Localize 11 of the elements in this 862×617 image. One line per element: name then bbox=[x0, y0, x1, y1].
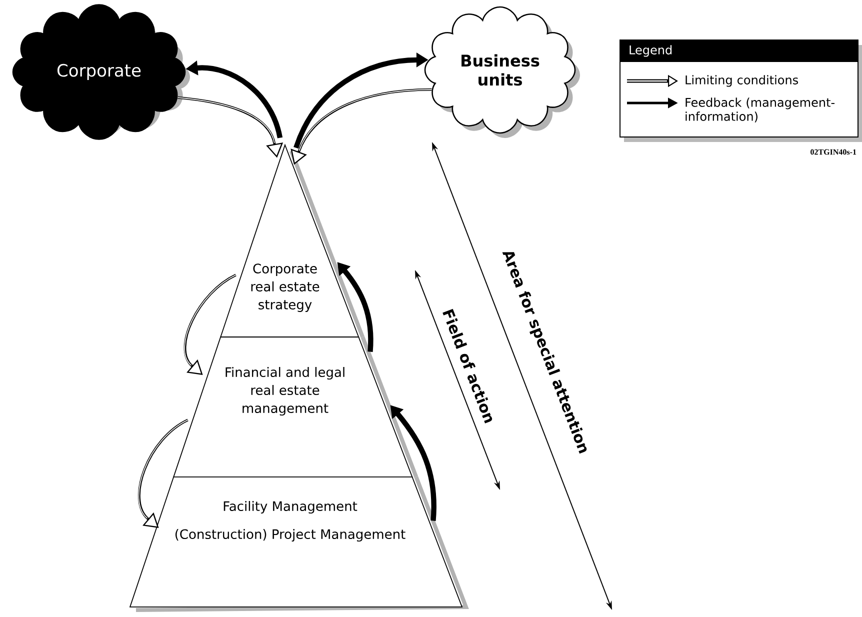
cloud: Business units bbox=[424, 6, 580, 138]
dimension-label: Field of action bbox=[442, 308, 492, 424]
limiting-arrow bbox=[138, 418, 188, 528]
legend-text: Feedback (management-information) bbox=[686, 98, 834, 122]
node-label: Facility Management bbox=[224, 500, 358, 514]
legend-text: Limiting conditions bbox=[686, 75, 798, 87]
legend-title: Legend bbox=[630, 45, 672, 57]
limiting-arrow bbox=[184, 274, 236, 375]
figure-code: 02TGIN40s-1 bbox=[810, 149, 856, 155]
cloud: Corporate bbox=[12, 4, 190, 140]
node-label: (Construction) Project Management bbox=[175, 528, 406, 542]
